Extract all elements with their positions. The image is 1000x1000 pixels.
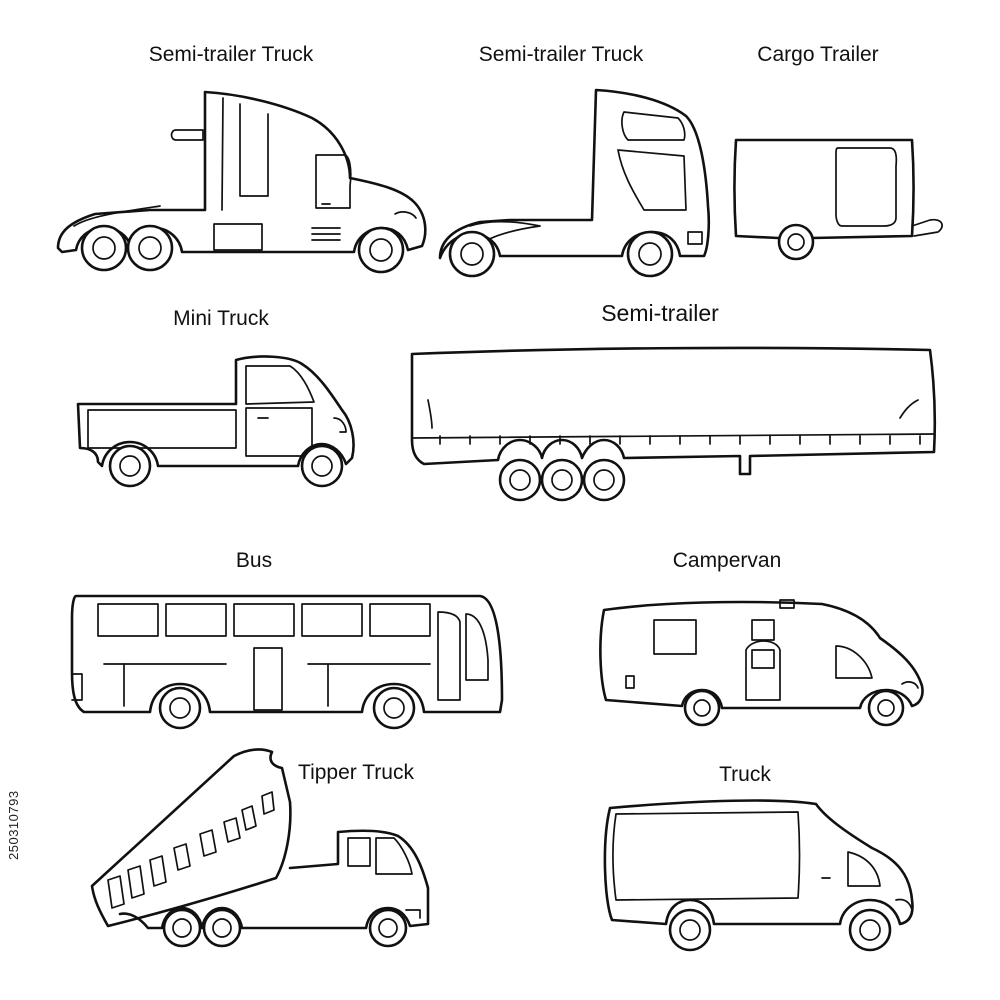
bus-drawing bbox=[70, 594, 504, 730]
label-mini-truck: Mini Truck bbox=[173, 307, 269, 330]
campervan-drawing bbox=[599, 599, 924, 727]
label-bus: Bus bbox=[235, 549, 273, 572]
semi-trailer-truck-conventional-drawing bbox=[56, 90, 427, 274]
label-semi-trailer: Semi-trailer bbox=[601, 300, 719, 326]
mini-truck-drawing bbox=[76, 355, 355, 488]
label-semi-trailer-truck-1: Semi-trailer Truck bbox=[148, 43, 314, 66]
label-truck: Truck bbox=[719, 763, 771, 786]
semi-trailer-drawing bbox=[410, 346, 937, 502]
label-tipper-truck: Tipper Truck bbox=[298, 761, 414, 784]
label-semi-trailer-truck-2: Semi-trailer Truck bbox=[478, 43, 644, 66]
cargo-trailer-drawing bbox=[733, 138, 943, 261]
label-cargo-trailer: Cargo Trailer bbox=[757, 43, 879, 66]
label-campervan: Campervan bbox=[672, 549, 782, 572]
semi-trailer-truck-cabover-drawing bbox=[438, 88, 711, 278]
stock-id: 250310793 bbox=[6, 790, 21, 860]
tipper-truck-drawing bbox=[90, 748, 430, 948]
truck-drawing bbox=[603, 799, 914, 952]
